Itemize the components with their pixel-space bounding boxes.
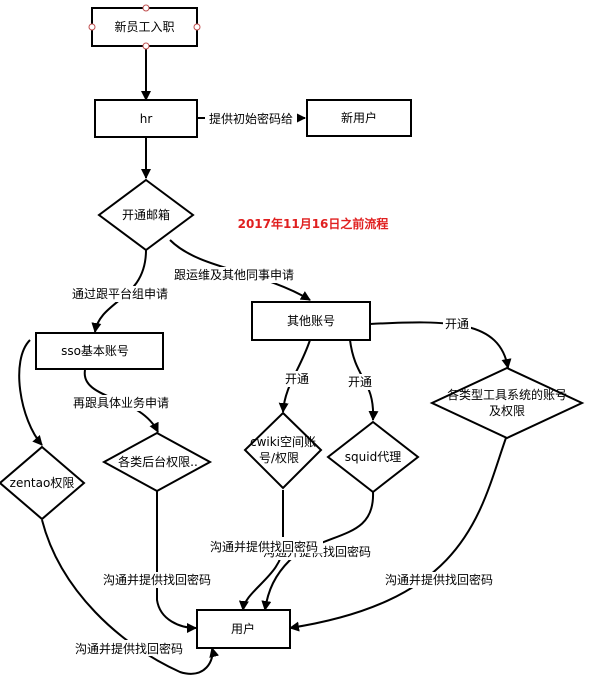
edge-label-sso-backend: 再跟具体业务申请 (73, 395, 169, 410)
node-hr[interactable]: hr (94, 99, 198, 138)
node-new-user[interactable]: 新用户 (306, 99, 412, 137)
node-zentao[interactable]: zentao权限 (0, 445, 86, 521)
node-sso[interactable]: sso基本账号 (35, 332, 164, 370)
node-start-label: 新员工入职 (114, 19, 174, 34)
node-tools-label-1: 各类型工具系统的账号 (447, 387, 567, 402)
node-hr-label: hr (140, 112, 153, 126)
node-tools[interactable]: 各类型工具系统的账号 及权限 (429, 366, 585, 440)
node-user-label: 用户 (231, 621, 255, 636)
edge-label-cwiki-user: 沟通并提供找回密码 (210, 539, 318, 554)
edge-tools-to-user (289, 434, 508, 632)
edge-label-email-other: 跟运维及其他同事申请 (174, 268, 294, 282)
edge-label-email-sso: 通过跟平台组申请 (72, 286, 168, 301)
node-email[interactable]: 开通邮箱 (97, 178, 195, 252)
node-cwiki[interactable]: cwiki空间账 号/权限 (243, 411, 323, 490)
edge-label-tools-user: 沟通并提供找回密码 (385, 572, 493, 587)
node-other-accounts[interactable]: 其他账号 (251, 301, 371, 341)
diagram-title: 2017年11月16日之前流程 (238, 216, 389, 231)
node-start[interactable]: 新员工入职 (88, 4, 201, 50)
node-cwiki-label-2: 号/权限 (259, 451, 299, 465)
node-tools-label-2: 及权限 (489, 404, 525, 418)
edge-label-zentao-user: 沟通并提供找回密码 (75, 641, 183, 656)
node-zentao-label: zentao权限 (10, 476, 75, 490)
node-new-user-label: 新用户 (341, 110, 377, 125)
edge-backend-to-user (156, 490, 197, 633)
node-squid-label: squid代理 (345, 450, 401, 464)
edge-zentao-to-user (41, 519, 220, 675)
node-user[interactable]: 用户 (196, 609, 291, 649)
node-sso-label: sso基本账号 (61, 344, 129, 358)
node-other-accounts-label: 其他账号 (287, 314, 335, 328)
edge-label-backend-user: 沟通并提供找回密码 (103, 572, 211, 587)
node-email-label: 开通邮箱 (122, 207, 170, 222)
node-cwiki-label-1: cwiki空间账 (250, 435, 316, 449)
edge-sso-to-zentao (18, 339, 43, 446)
edge-label-other-squid: 开通 (348, 375, 372, 389)
node-backend-label: 各类后台权限.. (118, 454, 198, 469)
node-squid[interactable]: squid代理 (326, 420, 420, 494)
edge-label-other-tools: 开通 (445, 317, 469, 331)
edge-label-hr-new-user: 提供初始密码给 (209, 111, 293, 126)
node-backend[interactable]: 各类后台权限.. (101, 431, 213, 493)
edge-label-other-cwiki: 开通 (285, 372, 309, 386)
edge-other-to-tools (369, 321, 512, 369)
edge-labels: 提供初始密码给 跟运维及其他同事申请 通过跟平台组申请 再跟具体业务申请 开通 … (67, 110, 498, 656)
